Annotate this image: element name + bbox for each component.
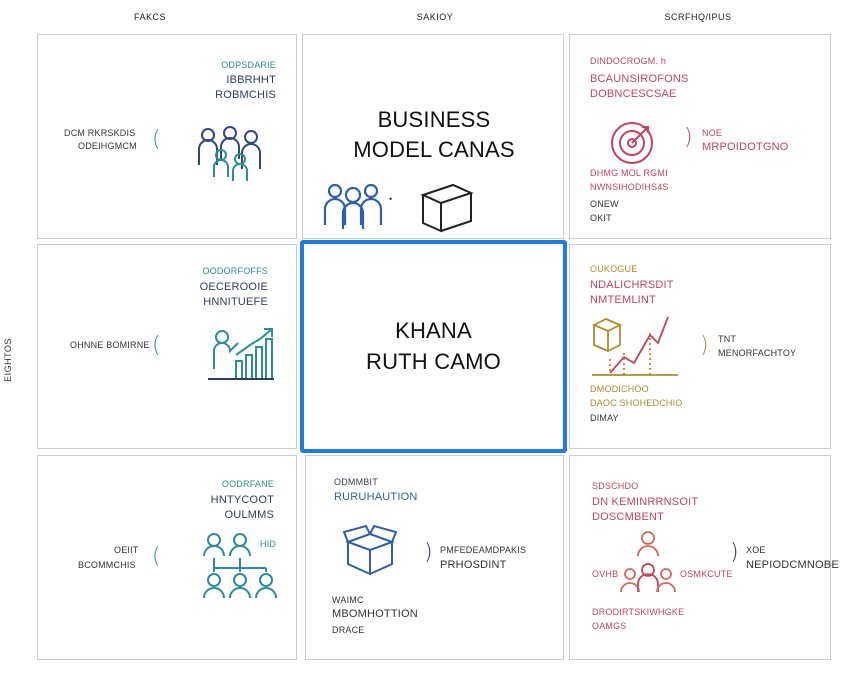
cell-header-line: NDALICHRSDIT: [590, 279, 674, 291]
brace-icon: ): [684, 125, 693, 150]
cell-sub-text: ONEW: [590, 199, 619, 209]
brace-icon: ): [424, 540, 433, 565]
cell-side-text: MENORFACHTOY: [718, 348, 797, 358]
people-group-icon: [198, 126, 261, 181]
hid-tag: HID: [260, 539, 277, 549]
brace-icon: (: [152, 127, 161, 152]
cell-side-text: PRHOSDINT: [440, 559, 507, 571]
canvas-title-line-1: BUSINESS: [377, 107, 491, 132]
open-box-icon: [342, 524, 398, 576]
cell-header-line: OECEROOIE: [199, 281, 268, 293]
box-icon: [420, 183, 474, 233]
cell-sub-text: DAOC SHOHEDCHIO: [590, 398, 683, 408]
cell-top-left[interactable]: ODPSDARIE IBBRHHT ROBMCHIS DCM RKRSKDIS …: [37, 34, 297, 239]
customer-group-icon: [620, 531, 676, 593]
cell-bottom-right[interactable]: SDSCHDO DN KEMINRRNSOIT DOSCMBENT OVHB O…: [569, 455, 839, 660]
cell-sub-text: DHMG MOL RGMI: [590, 168, 668, 178]
cell-side-text: DCM RKRSKDIS: [64, 128, 136, 138]
cell-top-right[interactable]: DINDOCROGM. h BCAUNSIROFONS DOBNCESCSAE …: [569, 34, 831, 239]
org-network-icon: [203, 533, 277, 599]
cell-side-text: PMFEDEAMDPAKIS: [440, 545, 527, 555]
cell-sub-text: DRACE: [332, 625, 365, 635]
cell-header-line: DINDOCROGM. h: [590, 56, 667, 66]
team-icon: [323, 183, 383, 229]
cell-header-line: DOSCMBENT: [592, 511, 665, 523]
center-title-line-1: KHANA: [395, 318, 472, 343]
brace-icon: ): [730, 540, 739, 565]
center-title-line-2: RUTH CAMO: [365, 349, 501, 374]
cell-header-line: IBBRHHT: [226, 74, 276, 86]
cell-sub-text: NWNSIHODIHS4S: [590, 182, 669, 192]
cell-top-center[interactable]: BUSINESS MODEL CANAS •: [302, 34, 564, 239]
cell-sub-text: OVHB: [592, 569, 619, 579]
cell-side-text: OHNNE BOMIRNE: [70, 340, 150, 350]
growth-chart-icon: [208, 328, 274, 380]
cell-header-line: ODPSDARIE: [221, 60, 276, 70]
cell-header-line: BCAUNSIROFONS: [590, 73, 689, 85]
cell-side-text: NEPIODCMNOBE: [746, 559, 839, 571]
cell-sub-text: DIMAY: [590, 413, 619, 423]
cell-side-text: TNT: [718, 334, 737, 344]
cell-header-line: OODORFOFFS: [202, 266, 268, 276]
canvas-title-line-2: MODEL CANAS: [353, 137, 515, 162]
column-heading-1: FAKCS: [133, 12, 166, 22]
cell-bottom-left[interactable]: OODRFANE HNTYCOOT OULMMS OEIIT BCOMMCHIS…: [37, 455, 297, 660]
cell-sub-text: OSMKCUTE: [680, 569, 733, 579]
cell-bottom-center[interactable]: ODMMBIT RURUHAUTION ) PMFEDEAMDPAKIS PRH…: [305, 455, 564, 660]
brace-icon: (: [152, 333, 161, 358]
cell-middle-right[interactable]: OUKOGUE NDALICHRSDIT NMTEMLINT ) TNT MEN…: [569, 244, 831, 449]
cube-chart-icon: [591, 316, 678, 376]
cell-sub-text: DMODICHOO: [590, 384, 649, 394]
side-row-label: EIGHTOS: [2, 338, 13, 382]
cell-middle-left[interactable]: OODORFOFFS OECEROOIE HNNITUEFE OHNNE BOM…: [37, 244, 297, 449]
cell-sub-text: DRODIRTSKIWHGKE: [592, 607, 685, 617]
cell-header-line: SDSCHDO: [592, 481, 639, 491]
cell-center-highlight[interactable]: KHANA RUTH CAMO: [300, 240, 567, 453]
cell-side-text: BCOMMCHIS: [78, 560, 136, 570]
cell-header-line: OODRFANE: [221, 479, 274, 489]
column-heading-2: SAKIOY: [416, 12, 454, 22]
cell-side-text: MRPOIDOTGNO: [702, 141, 789, 153]
cell-header-line: ODMMBIT: [334, 477, 378, 487]
brace-icon: ): [700, 333, 709, 358]
cell-header-line: DN KEMINRRNSOIT: [592, 496, 699, 508]
brace-icon: (: [152, 544, 161, 569]
cell-side-text: OEIIT: [114, 545, 139, 555]
cell-sub-text: OKIT: [590, 213, 612, 223]
cell-header-line: NMTEMLINT: [590, 294, 656, 306]
cell-sub-text: OAMGS: [592, 621, 627, 631]
cell-sub-text: MBOMHOTTION: [332, 608, 418, 620]
dot-marker: •: [389, 194, 393, 204]
cell-side-text: XOE: [746, 545, 766, 555]
cell-header-line: HNTYCOOT: [210, 494, 274, 506]
cell-header-line: OULMMS: [224, 509, 274, 521]
cell-header-line: OUKOGUE: [590, 264, 638, 274]
cell-header-line: ROBMCHIS: [215, 89, 276, 101]
cell-header-line: RURUHAUTION: [334, 491, 418, 503]
cell-sub-text: WAIMC: [332, 595, 364, 605]
column-heading-3: SCRFHQ/IPUS: [664, 12, 732, 22]
target-icon: [611, 122, 653, 164]
cell-header-line: HNNITUEFE: [203, 296, 268, 308]
cell-header-line: DOBNCESCSAE: [590, 88, 677, 100]
cell-side-text: NOE: [702, 128, 723, 138]
cell-side-text: ODEIHGMCM: [78, 141, 137, 151]
